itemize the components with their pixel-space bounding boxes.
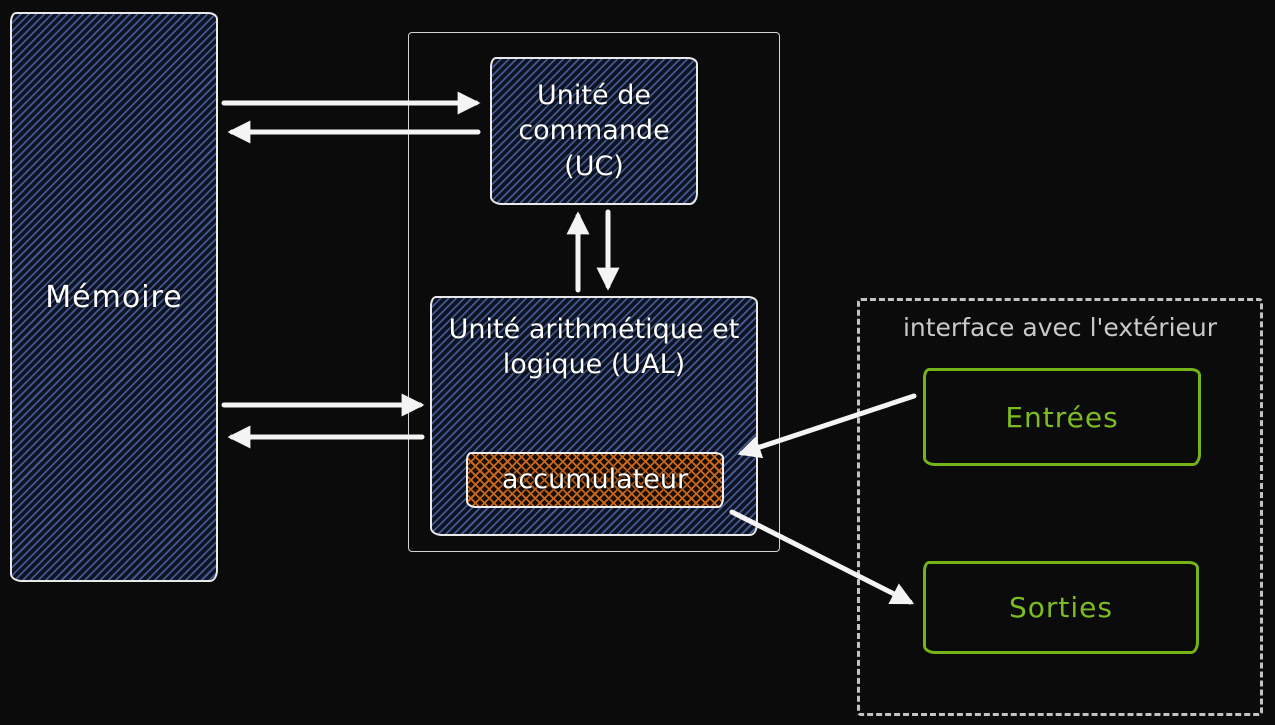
accumulator-label: accumulateur [501,464,689,496]
external-interface-label: interface avec l'extérieur [902,313,1218,342]
inputs-box: Entrées [923,368,1201,466]
memory-box: Mémoire [10,12,218,582]
outputs-box: Sorties [923,561,1199,654]
alu-box: Unité arithmétique et logique (UAL) accu… [430,296,758,536]
control-unit-label: Unité de commande (UC) [518,80,670,182]
control-unit-box: Unité de commande (UC) [490,57,698,205]
outputs-label: Sorties [1009,591,1113,624]
inputs-label: Entrées [1005,400,1119,434]
memory-label: Mémoire [45,279,183,315]
cpu-frame [408,32,780,552]
accumulator-box: accumulateur [466,452,724,508]
alu-label: Unité arithmétique et logique (UAL) [448,314,740,381]
external-interface-frame: interface avec l'extérieur Entrées Sorti… [857,298,1263,716]
